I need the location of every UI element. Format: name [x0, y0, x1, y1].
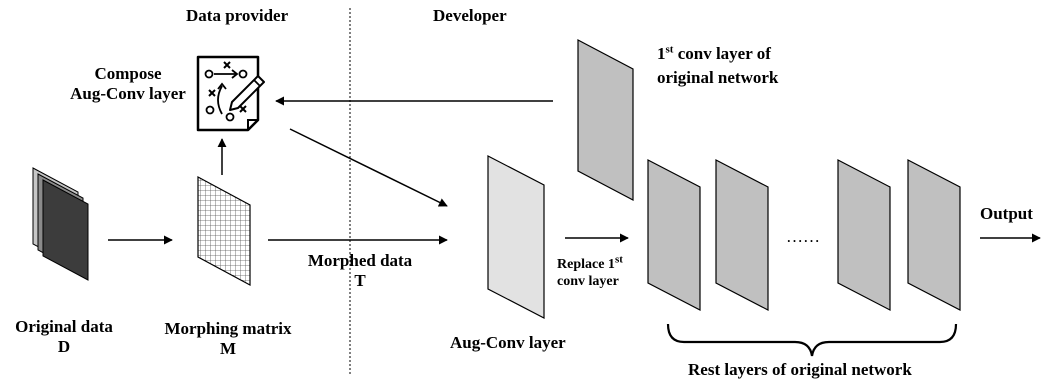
- rest-layers-brace: [666, 323, 958, 357]
- rest-layer-1: [647, 159, 701, 311]
- first-conv-layer-label-line2: original network: [657, 68, 779, 87]
- developer-label: Developer: [433, 6, 507, 25]
- aug-conv-layer: [487, 155, 545, 319]
- replace-first-conv-label: Replace 1st conv layer: [557, 253, 623, 289]
- rest-layer-2: [715, 159, 769, 311]
- compose-aug-conv-label: Compose Aug-Conv layer: [70, 64, 186, 103]
- morphing-matrix-icon: [197, 175, 251, 287]
- arrow-compose-to-aug-conv: [289, 128, 448, 207]
- output-label: Output: [980, 204, 1033, 223]
- rest-layer-4: [907, 159, 961, 311]
- morphed-data-label: Morphed data T: [307, 251, 413, 290]
- rest-layers-label: Rest layers of original network: [688, 360, 912, 379]
- data-provider-label: Data provider: [186, 6, 289, 25]
- aug-conv-layer-label: Aug-Conv layer: [450, 333, 566, 352]
- original-data-label: Original data D: [15, 317, 113, 356]
- first-conv-layer: [577, 39, 634, 201]
- compose-strategy-icon: [196, 55, 265, 132]
- morphing-matrix-label: Morphing matrix M: [164, 319, 292, 358]
- first-conv-layer-label: 1st conv layer of: [657, 43, 771, 63]
- original-data-stack: [32, 167, 89, 281]
- rest-layer-3: [837, 159, 891, 311]
- layers-ellipsis: ……: [786, 227, 820, 246]
